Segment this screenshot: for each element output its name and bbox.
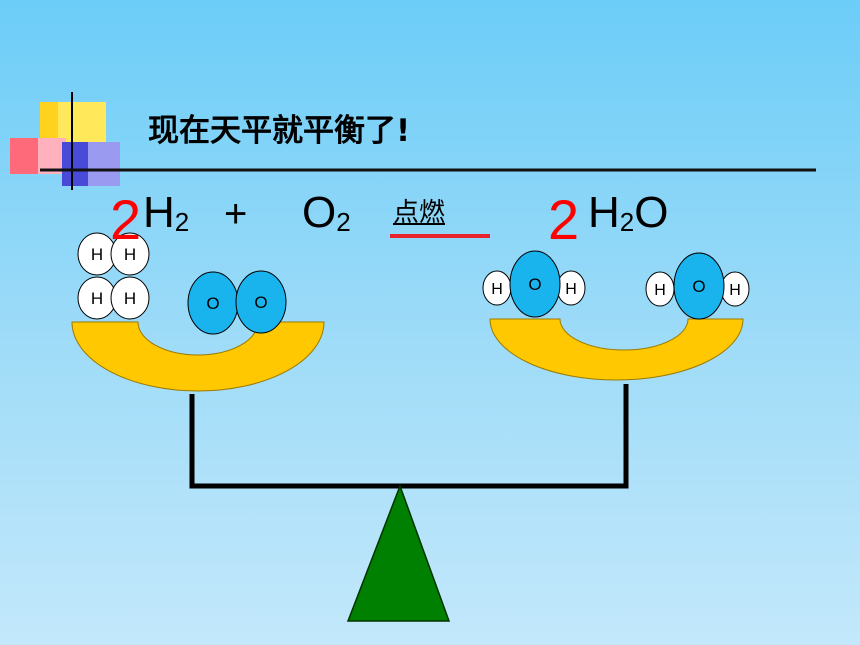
right-pan bbox=[489, 318, 744, 381]
atom-label: H bbox=[124, 289, 136, 308]
formula-symbol: H bbox=[588, 188, 620, 237]
water-molecule: H H O bbox=[645, 252, 750, 320]
hydrogen-molecule: H H bbox=[77, 232, 150, 276]
atom-label: H bbox=[491, 281, 503, 298]
plus-sign: + bbox=[224, 192, 248, 236]
corner-decoration bbox=[10, 92, 816, 190]
atom-label: H bbox=[124, 245, 136, 264]
formula-symbol: O bbox=[302, 188, 337, 237]
hydrogen-molecule: H H bbox=[77, 276, 150, 320]
atom-label: H bbox=[729, 282, 741, 299]
atom-label: O bbox=[692, 277, 705, 296]
atom-label: O bbox=[254, 293, 267, 312]
atom-label: H bbox=[565, 281, 577, 298]
hydrogen-atom bbox=[110, 276, 150, 320]
atom-label: O bbox=[206, 294, 219, 313]
decoration-yellow-edge bbox=[40, 102, 58, 142]
decoration-pink-block bbox=[38, 138, 66, 174]
oxygen-molecule: O O bbox=[187, 270, 287, 335]
oxygen-atom bbox=[673, 252, 725, 320]
hydrogen-atom bbox=[110, 232, 150, 276]
formula-h2o: H2O bbox=[588, 188, 669, 237]
formula-tail: O bbox=[634, 188, 669, 237]
formula-h2: H2 bbox=[143, 188, 190, 237]
formula-subscript: 2 bbox=[336, 207, 351, 237]
atom-label: O bbox=[528, 275, 541, 294]
reaction-condition: 点燃 bbox=[393, 198, 446, 228]
atom-label: H bbox=[654, 282, 666, 299]
decoration-lightblue-block bbox=[88, 142, 120, 186]
formula-subscript: 2 bbox=[619, 207, 635, 237]
oxygen-atom bbox=[235, 270, 287, 334]
left-pan bbox=[71, 321, 325, 392]
slide-title: 现在天平就平衡了! bbox=[148, 113, 411, 149]
balance-beam bbox=[189, 384, 629, 489]
formula-symbol: H bbox=[143, 188, 175, 237]
formula-subscript: 2 bbox=[174, 207, 190, 237]
oxygen-atom bbox=[509, 250, 561, 318]
balance-scale bbox=[189, 384, 629, 622]
atom-label: H bbox=[91, 289, 103, 308]
fulcrum-triangle bbox=[346, 483, 451, 622]
water-molecule: H H O bbox=[482, 250, 586, 318]
formula-o2: O2 bbox=[302, 188, 351, 237]
coefficient-right: 2 bbox=[548, 188, 580, 251]
atom-label: H bbox=[91, 245, 103, 264]
coefficient-left: 2 bbox=[110, 188, 142, 251]
